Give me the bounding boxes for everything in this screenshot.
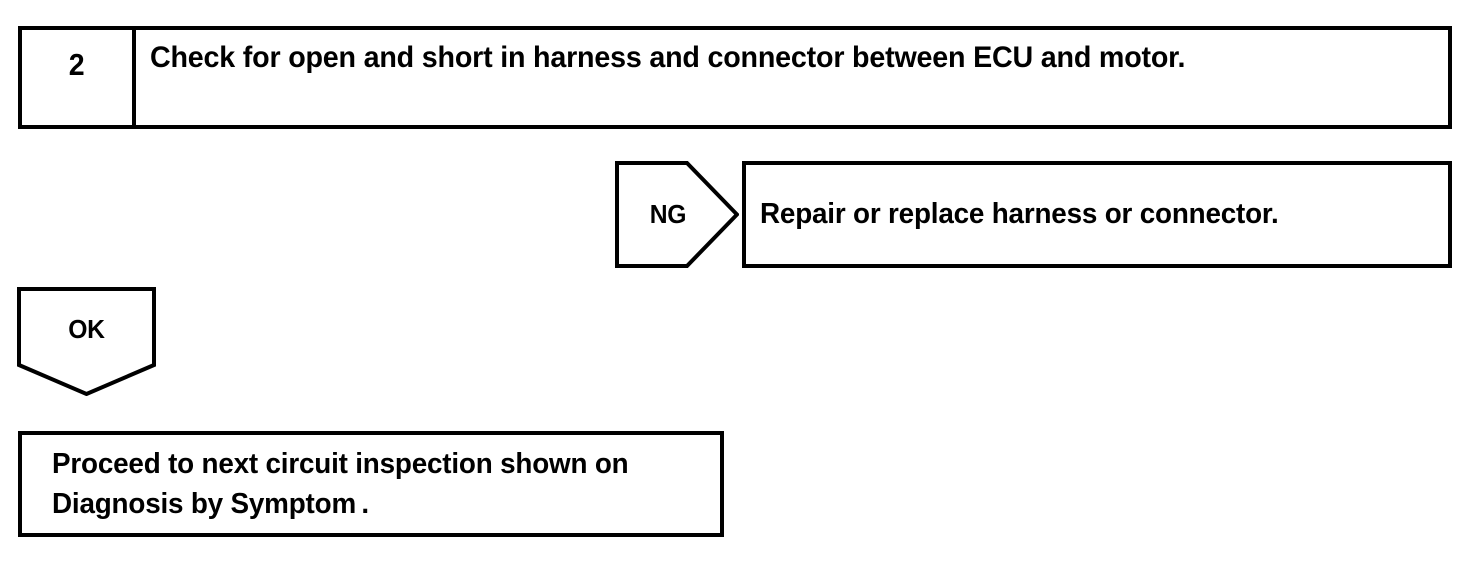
step-instruction-text: Check for open and short in harness and … — [150, 41, 1186, 74]
ok-result-line-1: Proceed to next circuit inspection shown… — [52, 447, 629, 480]
ng-result-box: Repair or replace harness or connector. — [742, 161, 1452, 268]
ok-branch-label: OK — [68, 314, 105, 344]
pentagon-right-icon — [615, 161, 739, 268]
step-number-cell: 2 — [22, 30, 136, 125]
ok-branch-marker: OK — [17, 287, 156, 396]
step-instruction-box: 2 Check for open and short in harness an… — [18, 26, 1452, 129]
ok-result-line-2: Diagnosis by Symptom . — [52, 488, 369, 520]
ng-branch-label: NG — [649, 199, 687, 229]
step-instruction-cell: Check for open and short in harness and … — [136, 30, 1448, 125]
ok-result-box: Proceed to next circuit inspection shown… — [18, 431, 724, 537]
ng-branch-marker: NG — [615, 161, 739, 268]
step-number: 2 — [69, 47, 85, 82]
pentagon-down-icon — [17, 287, 156, 396]
ng-result-text: Repair or replace harness or connector. — [760, 198, 1279, 231]
